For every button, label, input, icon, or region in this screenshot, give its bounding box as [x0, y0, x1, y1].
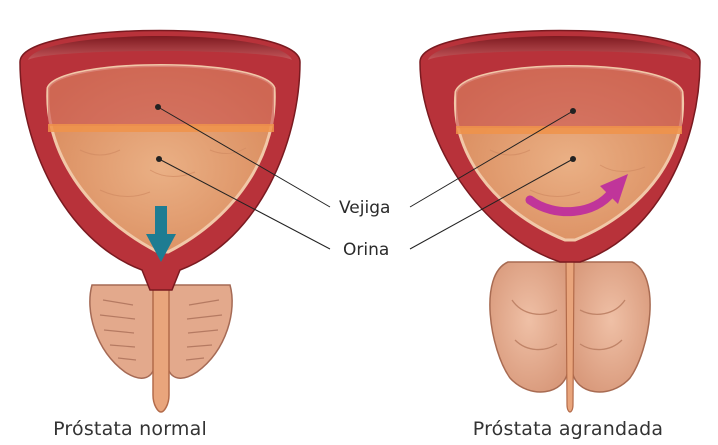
urine-label: Orina [343, 240, 389, 260]
normal-prostate-illustration [20, 31, 300, 413]
enlarged-prostate-illustration [420, 31, 700, 413]
normal-prostate-caption: Próstata normal [0, 418, 260, 440]
enlarged-urethra [566, 260, 574, 412]
enlarged-prostate-caption: Próstata agrandada [438, 418, 698, 440]
bladder-label: Vejiga [339, 198, 390, 218]
